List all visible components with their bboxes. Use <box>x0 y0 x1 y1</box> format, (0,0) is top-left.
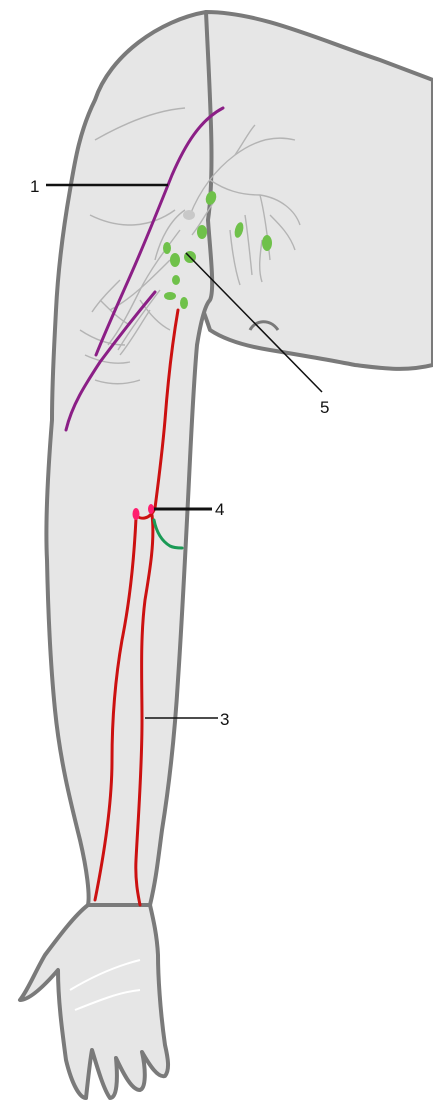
lymph-node <box>164 292 176 300</box>
torso-shape <box>175 12 433 369</box>
lymph-node <box>180 297 188 309</box>
callout-label-5: 5 <box>320 398 329 417</box>
callout-label-1: 1 <box>30 177 39 196</box>
arm-silhouette <box>20 12 433 1098</box>
cubital-marker <box>133 508 140 520</box>
lymph-node <box>172 275 180 285</box>
callout-label-3: 3 <box>220 710 229 729</box>
lymph-node <box>197 225 207 239</box>
cubital-marker <box>148 504 154 514</box>
lymph-node <box>170 253 180 267</box>
callout-label-4: 4 <box>215 500 224 519</box>
axillary-grey-node <box>183 210 195 220</box>
lymph-node <box>163 242 171 254</box>
lymph-node <box>262 235 272 251</box>
